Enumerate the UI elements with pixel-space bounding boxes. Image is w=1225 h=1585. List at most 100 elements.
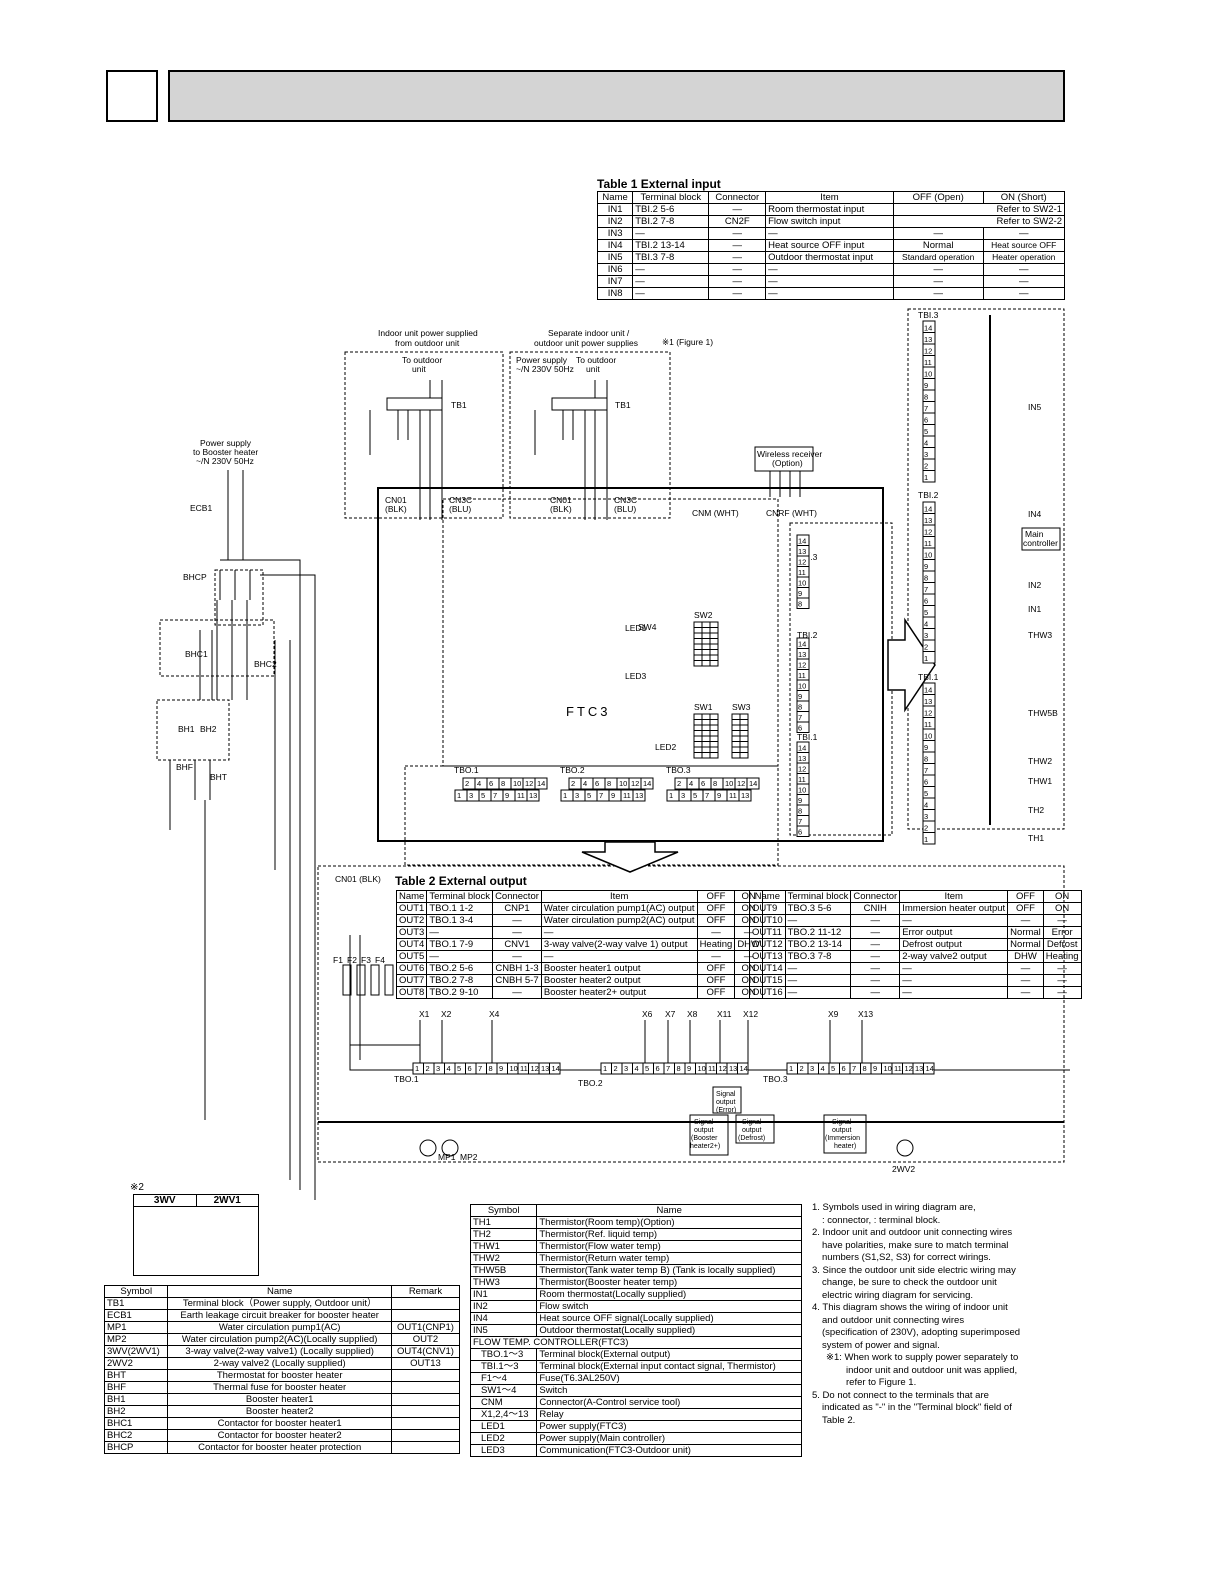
tbo3-bottom-terminal-label: 7 [852, 1064, 856, 1073]
svg-text:CNRF (WHT): CNRF (WHT) [766, 508, 817, 518]
table-cell: — [784, 962, 852, 975]
dip-switch-cell [693, 713, 703, 720]
note-line: system of power and signal. [822, 1339, 940, 1351]
tbo3-bottom-terminal-label: 9 [873, 1064, 877, 1073]
table-cell: — [899, 962, 1009, 975]
table-row: OUT3————— [395, 926, 764, 939]
table-cell: — [850, 986, 901, 999]
svg-text:FTC3: FTC3 [566, 704, 611, 719]
svg-text:IN1: IN1 [1028, 604, 1042, 614]
tbi1-board-label: 11 [798, 775, 806, 784]
tbo2-terminal-label: 11 [623, 791, 631, 800]
table-cell: Booster heater2+ output [540, 986, 698, 999]
tbo1-bottom-terminal-label: 8 [489, 1064, 493, 1073]
table-cell: Fuse(T6.3AL250V) [536, 1372, 802, 1385]
tbi3-ext-label: 1 [924, 473, 928, 482]
tbi2-board-label: 10 [798, 682, 806, 691]
svg-text:SW3: SW3 [732, 702, 751, 712]
svg-text:heater2+): heater2+) [690, 1143, 720, 1150]
svg-text:CNM (WHT): CNM (WHT) [692, 508, 739, 518]
tbo3-bottom-terminal-label: 8 [863, 1064, 867, 1073]
table-cell: — [492, 926, 542, 939]
table-cell: OUT1(CNP1) [390, 1321, 461, 1334]
svg-text:(Defrost): (Defrost) [738, 1135, 765, 1142]
svg-text:X9: X9 [828, 1009, 839, 1019]
svg-text:X11: X11 [717, 1009, 732, 1019]
table-cell: OUT3 [395, 926, 428, 939]
table-cell: Thermal fuse for booster heater [167, 1381, 392, 1394]
tbo3-bottom-terminal-label: 11 [894, 1064, 902, 1073]
table-cell: SW1～4 [469, 1384, 538, 1397]
tbo1-bottom-terminal-label: 11 [520, 1064, 528, 1073]
table-cell: Error [1042, 926, 1082, 939]
tbi2-ext-label: 3 [924, 631, 928, 640]
tbi2-board-label: 9 [798, 692, 802, 701]
tbo2-bottom-terminal-label: 5 [645, 1064, 649, 1073]
svg-text:TBO.2: TBO.2 [578, 1078, 603, 1088]
dip-switch-cell [693, 746, 703, 753]
dip-switch-cell [739, 724, 749, 731]
table-cell: Connector(A-Control service tool) [536, 1396, 802, 1409]
svg-text:(BLK): (BLK) [550, 504, 572, 514]
tbo1-bottom-terminal-label: 4 [447, 1064, 451, 1073]
table-cell: MP1 [103, 1321, 169, 1334]
tbi2-ext-label: 13 [924, 516, 932, 525]
tbo2-terminal [640, 777, 654, 790]
table-cell: CNBH 5-7 [492, 974, 542, 987]
svg-text:unit: unit [586, 364, 600, 374]
table1-title: Table 1 External input [597, 177, 721, 191]
dip-switch-cell [693, 730, 703, 737]
svg-text:Indoor unit power supplied: Indoor unit power supplied [378, 328, 478, 338]
tbi2-board-label: 12 [798, 661, 806, 670]
svg-text:2WV2: 2WV2 [892, 1164, 915, 1174]
table-cell: Thermistor(Room temp)(Option) [536, 1216, 802, 1229]
dip-switch-cell [701, 632, 711, 639]
dip-switch-cell [709, 627, 719, 634]
dip-switch-cell [701, 752, 711, 759]
dip-switch-cell [701, 741, 711, 748]
tbi1-ext-label: 10 [924, 732, 932, 741]
tbi1-ext-label: 5 [924, 789, 928, 798]
table-cell: — [850, 962, 901, 975]
table-cell: TBO.1 1-2 [426, 902, 494, 915]
svg-text:BHF: BHF [176, 762, 193, 772]
tbo3-bottom-terminal-label: 13 [915, 1064, 923, 1073]
table-cell: 3WV(2WV1) [103, 1345, 169, 1358]
svg-text:SW1: SW1 [694, 702, 713, 712]
table-cell: LED3 [469, 1444, 538, 1457]
table-cell: LED1 [469, 1420, 538, 1433]
tbo3-terminal-label: 11 [729, 791, 737, 800]
dip-switch-cell [693, 654, 703, 661]
figure2-mark: ※2 [130, 1182, 144, 1193]
tbi3-ext-label: 12 [924, 347, 932, 356]
column-header: OFF [1007, 890, 1044, 903]
table-cell: Thermostat for booster heater [167, 1369, 392, 1382]
dip-switch-cell [739, 752, 749, 759]
table-cell: OFF [696, 902, 736, 915]
tbo2-bottom-terminal-label: 3 [624, 1064, 628, 1073]
tbo2-bottom-terminal-label: 8 [677, 1064, 681, 1073]
table-cell: Thermistor(Ref. liquid temp) [536, 1228, 802, 1241]
tbo3-terminal-label: 13 [741, 791, 749, 800]
dip-switch-cell [709, 638, 719, 645]
table-cell: Room thermostat(Locally supplied) [536, 1288, 802, 1301]
svg-text:output: output [694, 1127, 714, 1134]
svg-text:TB1: TB1 [451, 400, 467, 410]
wiring-notes: 1. Symbols used in wiring diagram are,: … [812, 1202, 1072, 1427]
note-line: indoor unit and outdoor unit was applied… [846, 1364, 1018, 1376]
note-line: 2. Indoor unit and outdoor unit connecti… [812, 1227, 1013, 1238]
table-cell: — [426, 926, 494, 939]
column-header: Symbol [103, 1285, 169, 1298]
tbi3-board-label: 12 [798, 558, 806, 567]
